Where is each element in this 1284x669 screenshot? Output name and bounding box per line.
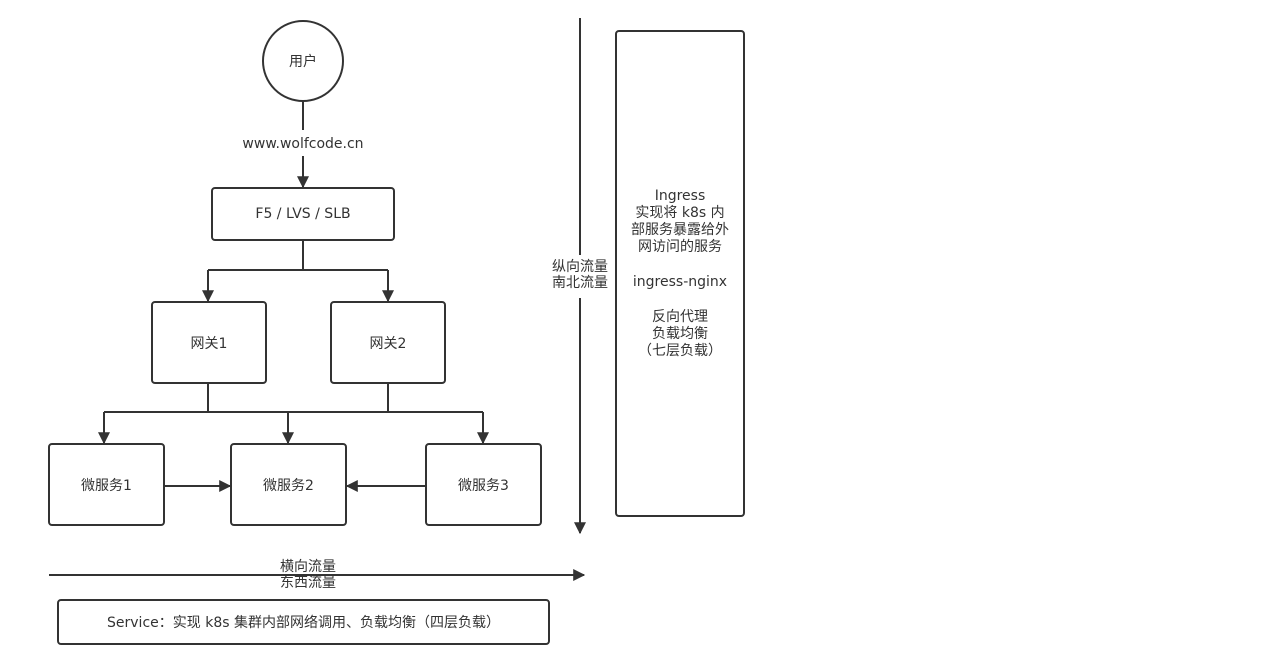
domain-label: www.wolfcode.cn (228, 136, 378, 152)
ingress-desc-line1: 实现将 k8s 内 (635, 204, 725, 221)
ingress-desc-line2: 部服务暴露给外 (631, 221, 729, 238)
gateway2-label: 网关2 (369, 335, 407, 352)
gateway2-node: 网关2 (330, 301, 446, 384)
microservice1-label: 微服务1 (81, 477, 132, 494)
service-label: Service：实现 k8s 集群内部网络调用、负载均衡（四层负载） (107, 615, 500, 631)
horizontal-traffic-line2: 东西流量 (280, 575, 336, 591)
microservice2-label: 微服务2 (263, 477, 314, 494)
vertical-traffic-label: 纵向流量 南北流量 (540, 259, 620, 291)
ingress-text: Ingress 实现将 k8s 内 部服务暴露给外 网访问的服务 ingress… (631, 188, 729, 360)
ingress-node: Ingress 实现将 k8s 内 部服务暴露给外 网访问的服务 ingress… (615, 30, 745, 517)
load-balancer-node: F5 / LVS / SLB (211, 187, 395, 241)
gateway1-node: 网关1 (151, 301, 267, 384)
ingress-feature2: 负载均衡 (652, 325, 708, 342)
vertical-traffic-line2: 南北流量 (552, 275, 608, 291)
ingress-title: Ingress (654, 187, 706, 204)
ingress-desc-line3: 网访问的服务 (638, 238, 722, 255)
horizontal-traffic-label: 横向流量 东西流量 (268, 559, 348, 591)
ingress-feature3: （七层负载） (638, 342, 722, 359)
ingress-feature1: 反向代理 (652, 308, 708, 325)
microservice1-node: 微服务1 (48, 443, 165, 526)
user-node: 用户 (262, 20, 344, 102)
horizontal-traffic-line1: 横向流量 (280, 559, 336, 575)
gateway1-label: 网关1 (190, 335, 228, 352)
ingress-impl: ingress-nginx (632, 273, 728, 290)
microservice2-node: 微服务2 (230, 443, 347, 526)
service-node: Service：实现 k8s 集群内部网络调用、负载均衡（四层负载） (57, 599, 550, 645)
microservice3-label: 微服务3 (458, 477, 509, 494)
vertical-traffic-line1: 纵向流量 (552, 259, 608, 275)
load-balancer-label: F5 / LVS / SLB (255, 206, 351, 222)
user-label: 用户 (289, 54, 317, 70)
microservice3-node: 微服务3 (425, 443, 542, 526)
